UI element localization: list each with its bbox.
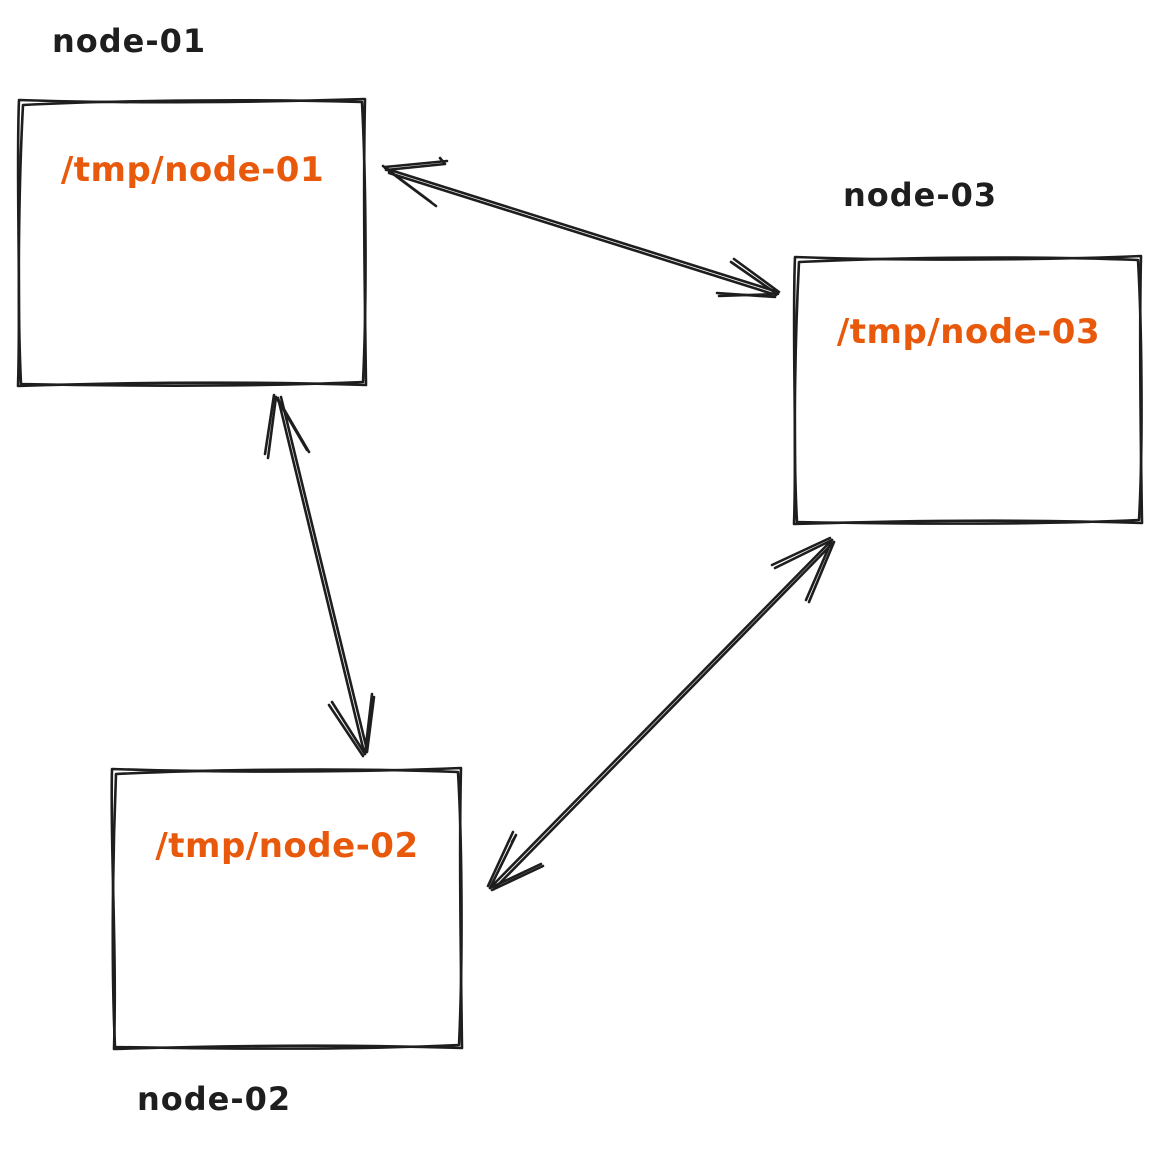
node02-path-text: /tmp/node-02 [155,826,419,866]
node03-title: node-03 [843,176,998,214]
arrow-node01-node03 [381,156,781,299]
arrow-node02-node03 [486,536,836,892]
node03-path-text: /tmp/node-03 [836,312,1101,352]
node01-box [16,97,368,388]
node01-path-text: /tmp/node-01 [60,150,325,190]
arrow-node01-node02 [263,393,376,758]
node02-title: node-02 [137,1080,292,1118]
node03-box [792,254,1144,526]
node02-box [110,766,464,1051]
node01-title: node-01 [52,22,207,60]
